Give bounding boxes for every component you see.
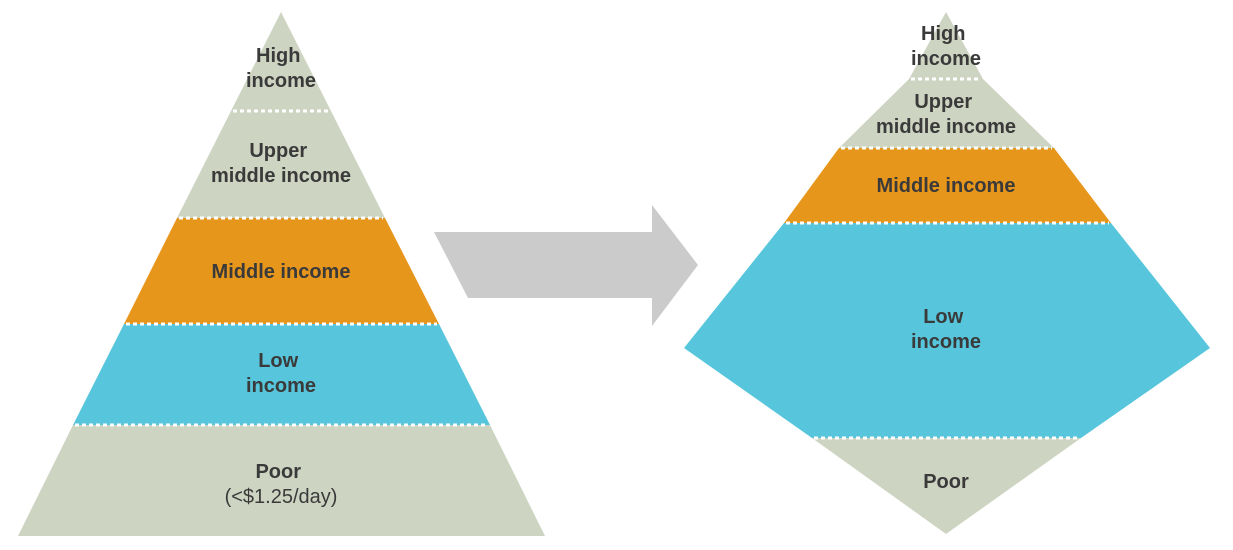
left-pyramid: High income Upper middle income Middle i… <box>18 12 545 536</box>
right-label-upper-middle-income: Upper middle income <box>876 91 1016 138</box>
left-label-poor: Poor (<$1.25/day) <box>225 461 338 508</box>
left-band-high-income <box>231 12 331 111</box>
right-band-high-income <box>909 12 983 79</box>
left-label-middle-income: Middle income <box>212 261 351 283</box>
right-label-high-income: High income <box>911 23 981 70</box>
right-label-low-income: Low income <box>911 306 981 353</box>
right-band-poor <box>812 438 1081 534</box>
right-band-low-income <box>684 223 1210 438</box>
left-band-upper-middle-income <box>177 111 385 218</box>
left-label-upper-middle-income: Upper middle income <box>211 140 351 187</box>
left-label-high-income: High income <box>246 45 316 92</box>
right-diamond: High income Upper middle income Middle i… <box>684 12 1210 534</box>
right-label-middle-income: Middle income <box>877 175 1016 197</box>
right-band-middle-income <box>784 148 1111 223</box>
left-band-middle-income <box>124 218 439 324</box>
arrow-right-icon <box>434 205 698 326</box>
right-label-poor: Poor <box>923 471 969 493</box>
left-band-low-income <box>73 324 490 425</box>
left-band-poor <box>18 425 545 536</box>
left-label-low-income: Low income <box>246 350 316 397</box>
right-band-upper-middle-income <box>839 79 1054 148</box>
